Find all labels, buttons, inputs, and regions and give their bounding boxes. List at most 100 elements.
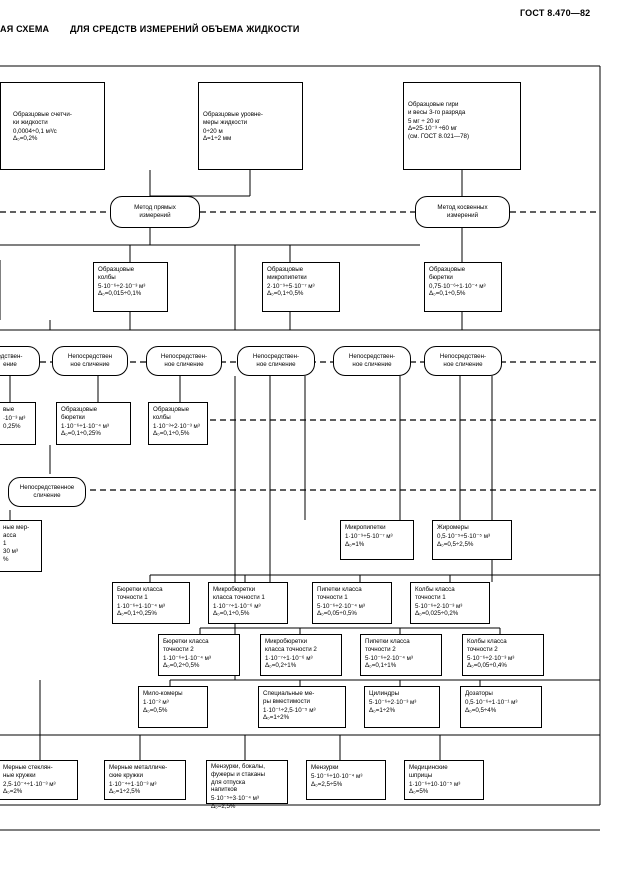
box-left-partial-2-title: ные мер- асса 1 <box>3 524 30 547</box>
box-meters: Образцовые счетчи- ки жидкости 0,0004÷0,… <box>0 82 105 170</box>
box-class1-microburettes-formula: 1·10⁻⁷÷1·10⁻⁶ м³ Δ₀=0,1÷0,5% <box>213 602 261 618</box>
box-cylinders: Цилиндры 5·10⁻⁶÷2·10⁻³ м³ Δ₀=1÷2% <box>364 686 440 728</box>
box-metal-mugs-title: Мерные металличе- ские кружки <box>109 764 168 779</box>
oval-compare-4-label: Непосредствен- ное сличение <box>252 353 300 368</box>
oval-compare-5-label: Непосредствен- ное сличение <box>348 353 396 368</box>
oval-indirect-method: Метод косвенных измерений <box>415 196 510 228</box>
box-micropipettes-2-formula: 1·10⁻⁹÷5·10⁻⁷ м³ Δ₀=1% <box>345 532 393 548</box>
box-milk-meters: Мило-комеры 1·10⁻² м³ Δ₀=0,5% <box>138 686 208 728</box>
header-title: ДЛЯ СРЕДСТВ ИЗМЕРЕНИЙ ОБЪЕМА ЖИДКОСТИ <box>70 24 300 34</box>
oval-compare-4: Непосредствен- ное сличение <box>237 346 315 376</box>
box-class1-pipettes-formula: 5·10⁻⁶÷2·10⁻⁴ м³ Δ₀=0,05÷0,5% <box>317 602 365 618</box>
box-burettes-2: Образцовые бюретки 1·10⁻⁶÷1·10⁻⁴ м³ Δ₀=0… <box>56 402 131 445</box>
oval-compare-1: едствен- ение <box>0 346 40 376</box>
box-level: Образцовые уровне- меры жидкости 0÷20 м … <box>198 82 303 170</box>
box-class1-pipettes-title: Пипетки класса точности 1 <box>317 586 362 601</box>
box-measuring-cups-formula: 5·10⁻⁶÷10·10⁻⁴ м³ Δ₀=2,5÷5% <box>311 772 363 788</box>
box-burettes-2-formula: 1·10⁻⁶÷1·10⁻⁴ м³ Δ₀=0,1÷0,25% <box>61 422 109 438</box>
box-weights: Образцовые гири и весы 3-го разряда 5 мг… <box>403 82 521 170</box>
oval-indirect-method-label: Метод косвенных измерений <box>437 204 488 219</box>
box-class1-microburettes-title: Микробюретки класса точности 1 <box>213 586 265 601</box>
box-burettes-2-title: Образцовые бюретки <box>61 406 98 421</box>
box-class2-microburettes-formula: 1·10⁻⁷÷1·10⁻⁶ м³ Δ₀=0,2÷1% <box>265 654 313 670</box>
box-class2-pipettes: Пипетки класса точности 2 5·10⁻⁶÷2·10⁻⁴ … <box>360 634 442 676</box>
box-level-title: Образцовые уровне- меры жидкости <box>203 111 263 126</box>
box-class1-flasks-title: Колбы класса точности 1 <box>415 586 455 601</box>
box-flasks-2-formula: 1·10⁻³÷2·10⁻³ м³ Δ₀=0,1÷0,5% <box>153 422 200 438</box>
box-class2-burettes-formula: 1·10⁻⁶÷1·10⁻⁴ м³ Δ₀=0,2÷0,5% <box>163 654 211 670</box>
box-flasks: Образцовые колбы 5·10⁻⁶÷2·10⁻³ м³ Δ₀=0,0… <box>93 262 168 312</box>
box-syringes-title: Медицинские шприцы <box>409 764 448 779</box>
oval-compare-2-label: Непосредствен ное сличение <box>67 353 113 368</box>
oval-compare-5: Непосредствен- ное сличение <box>333 346 411 376</box>
box-micropipettes: Образцовые микропипетки 2·10⁻⁹÷5·10⁻⁷ м³… <box>262 262 340 312</box>
header-gost: ГОСТ 8.470—82 <box>520 8 591 18</box>
box-metal-mugs: Мерные металличе- ские кружки 1·10⁻⁴÷1·1… <box>104 760 186 800</box>
box-flasks-formula: 5·10⁻⁶÷2·10⁻³ м³ Δ₀=0,015÷0,1% <box>98 282 146 298</box>
box-class2-flasks: Колбы класса точности 2 5·10⁻⁶÷2·10⁻³ м³… <box>462 634 544 676</box>
box-syringes-formula: 1·10⁻⁶÷10·10⁻⁵ м³ Δ₀=5% <box>409 780 461 796</box>
box-left-partial-title: вые <box>3 406 15 413</box>
box-class1-microburettes: Микробюретки класса точности 1 1·10⁻⁷÷1·… <box>208 582 288 624</box>
box-class1-burettes-formula: 1·10⁻⁶÷1·10⁻⁴ м³ Δ₀=0,1÷0,25% <box>117 602 165 618</box>
box-metal-mugs-formula: 1·10⁻⁴÷1·10⁻³ м³ Δ₀=1÷2,5% <box>109 780 157 796</box>
box-class2-pipettes-title: Пипетки класса точности 2 <box>365 638 410 653</box>
box-dispensers-formula: 0,5·10⁻⁶÷1·10⁻¹ м³ Δ₀=0,5÷4% <box>465 698 518 714</box>
box-class1-burettes: Бюретки класса точности 1 1·10⁻⁶÷1·10⁻⁴ … <box>112 582 190 624</box>
box-left-partial-2-formula: 30 м³ % <box>3 548 18 563</box>
box-class2-pipettes-formula: 5·10⁻⁶÷2·10⁻⁴ м³ Δ₀=0,1÷1% <box>365 654 413 670</box>
box-measuring-cups-title: Мензурки <box>311 764 339 771</box>
box-weights-formula: 5 мг ÷ 20 кг Δ=25·10⁻³ ÷60 мг (см. ГОСТ … <box>408 117 470 141</box>
box-meters-formula: 0,0004÷0,1 м³/с Δ₀=0,2% <box>13 127 57 143</box>
box-weights-title: Образцовые гири и весы 3-го разряда <box>408 101 466 116</box>
box-class2-flasks-formula: 5·10⁻⁶÷2·10⁻³ м³ Δ₀=0,05÷0,4% <box>467 654 515 670</box>
oval-direct-method-label: Метод прямых измерений <box>134 204 176 219</box>
box-beakers-glasses: Мензурки, бокалы, фужеры и стаканы для о… <box>206 760 288 810</box>
box-micropipettes-formula: 2·10⁻⁹÷5·10⁻⁷ м³ Δ₀=0,1÷0,5% <box>267 282 315 298</box>
box-meters-title: Образцовые счетчи- ки жидкости <box>13 111 72 126</box>
box-micropipettes-2: Микропипетки 1·10⁻⁹÷5·10⁻⁷ м³ Δ₀=1% <box>340 520 414 560</box>
oval-compare-left: Непосредственное сличение <box>8 477 86 507</box>
box-class2-burettes: Бюретки класса точности 2 1·10⁻⁶÷1·10⁻⁴ … <box>158 634 240 676</box>
oval-compare-3-label: Непосредствен- ное сличение <box>160 353 208 368</box>
box-class1-pipettes: Пипетки класса точности 1 5·10⁻⁶÷2·10⁻⁴ … <box>312 582 392 624</box>
box-special-measures-title: Специальные ме- ры вместимости <box>263 690 315 705</box>
box-dispensers: Дозаторы 0,5·10⁻⁶÷1·10⁻¹ м³ Δ₀=0,5÷4% <box>460 686 542 728</box>
oval-compare-3: Непосредствен- ное сличение <box>146 346 222 376</box>
box-glass-mugs-title: Мерные стеклян- ные кружки <box>3 764 53 779</box>
box-milk-meters-title: Мило-комеры <box>143 690 183 697</box>
box-glass-mugs-formula: 2,5·10⁻⁴÷1·10⁻³ м³ Δ₀=2% <box>3 780 56 796</box>
box-class2-flasks-title: Колбы класса точности 2 <box>467 638 507 653</box>
box-butyrometers: Жиромеры 0,5·10⁻⁵÷5·10⁻⁵ м³ Δ₀=0,5÷2,5% <box>432 520 512 560</box>
box-syringes: Медицинские шприцы 1·10⁻⁶÷10·10⁻⁵ м³ Δ₀=… <box>404 760 484 800</box>
box-class1-flasks-formula: 5·10⁻⁶÷2·10⁻³ м³ Δ₀=0,025÷0,2% <box>415 602 463 618</box>
box-flasks-title: Образцовые колбы <box>98 266 135 281</box>
box-micropipettes-title: Образцовые микропипетки <box>267 266 307 281</box>
box-burettes-formula: 0,75·10⁻⁶÷1·10⁻⁴ м³ Δ₀=0,1÷0,5% <box>429 282 486 298</box>
box-class2-microburettes: Микробюретки класса точности 2 1·10⁻⁷÷1·… <box>260 634 342 676</box>
box-beakers-glasses-title: Мензурки, бокалы, фужеры и стаканы для о… <box>211 763 265 794</box>
box-special-measures-formula: 1·10⁻¹÷2,5·10⁻⁵ м³ Δ₀=1÷2% <box>263 706 316 722</box>
box-special-measures: Специальные ме- ры вместимости 1·10⁻¹÷2,… <box>258 686 346 728</box>
box-level-formula: 0÷20 м Δ=1÷2 мм <box>203 127 232 143</box>
box-class2-microburettes-title: Микробюретки класса точности 2 <box>265 638 317 653</box>
box-flasks-2-title: Образцовые колбы <box>153 406 190 421</box>
box-left-partial-2: ные мер- асса 1 30 м³ % <box>0 520 42 572</box>
box-butyrometers-formula: 0,5·10⁻⁵÷5·10⁻⁵ м³ Δ₀=0,5÷2,5% <box>437 532 491 548</box>
oval-direct-method: Метод прямых измерений <box>110 196 200 228</box>
box-beakers-glasses-formula: 5·10⁻⁵÷3·10⁻⁴ м³ Δ₀=2,5% <box>211 795 259 810</box>
box-left-partial-formula: ·10⁻³ м³ 0,25% <box>3 414 26 430</box>
box-dispensers-title: Дозаторы <box>465 690 493 697</box>
box-measuring-cups: Мензурки 5·10⁻⁶÷10·10⁻⁴ м³ Δ₀=2,5÷5% <box>306 760 386 800</box>
oval-compare-6-label: Непосредствен- ное сличение <box>439 353 487 368</box>
oval-compare-6: Непосредствен- ное сличение <box>424 346 502 376</box>
oval-compare-1-label: едствен- ение <box>0 353 23 368</box>
oval-compare-left-label: Непосредственное сличение <box>19 484 75 499</box>
box-burettes-title: Образцовые бюретки <box>429 266 466 281</box>
box-cylinders-formula: 5·10⁻⁶÷2·10⁻³ м³ Δ₀=1÷2% <box>369 698 417 714</box>
oval-compare-2: Непосредствен ное сличение <box>52 346 128 376</box>
box-class2-burettes-title: Бюретки класса точности 2 <box>163 638 209 653</box>
box-milk-meters-formula: 1·10⁻² м³ Δ₀=0,5% <box>143 698 169 714</box>
box-class1-burettes-title: Бюретки класса точности 1 <box>117 586 163 601</box>
